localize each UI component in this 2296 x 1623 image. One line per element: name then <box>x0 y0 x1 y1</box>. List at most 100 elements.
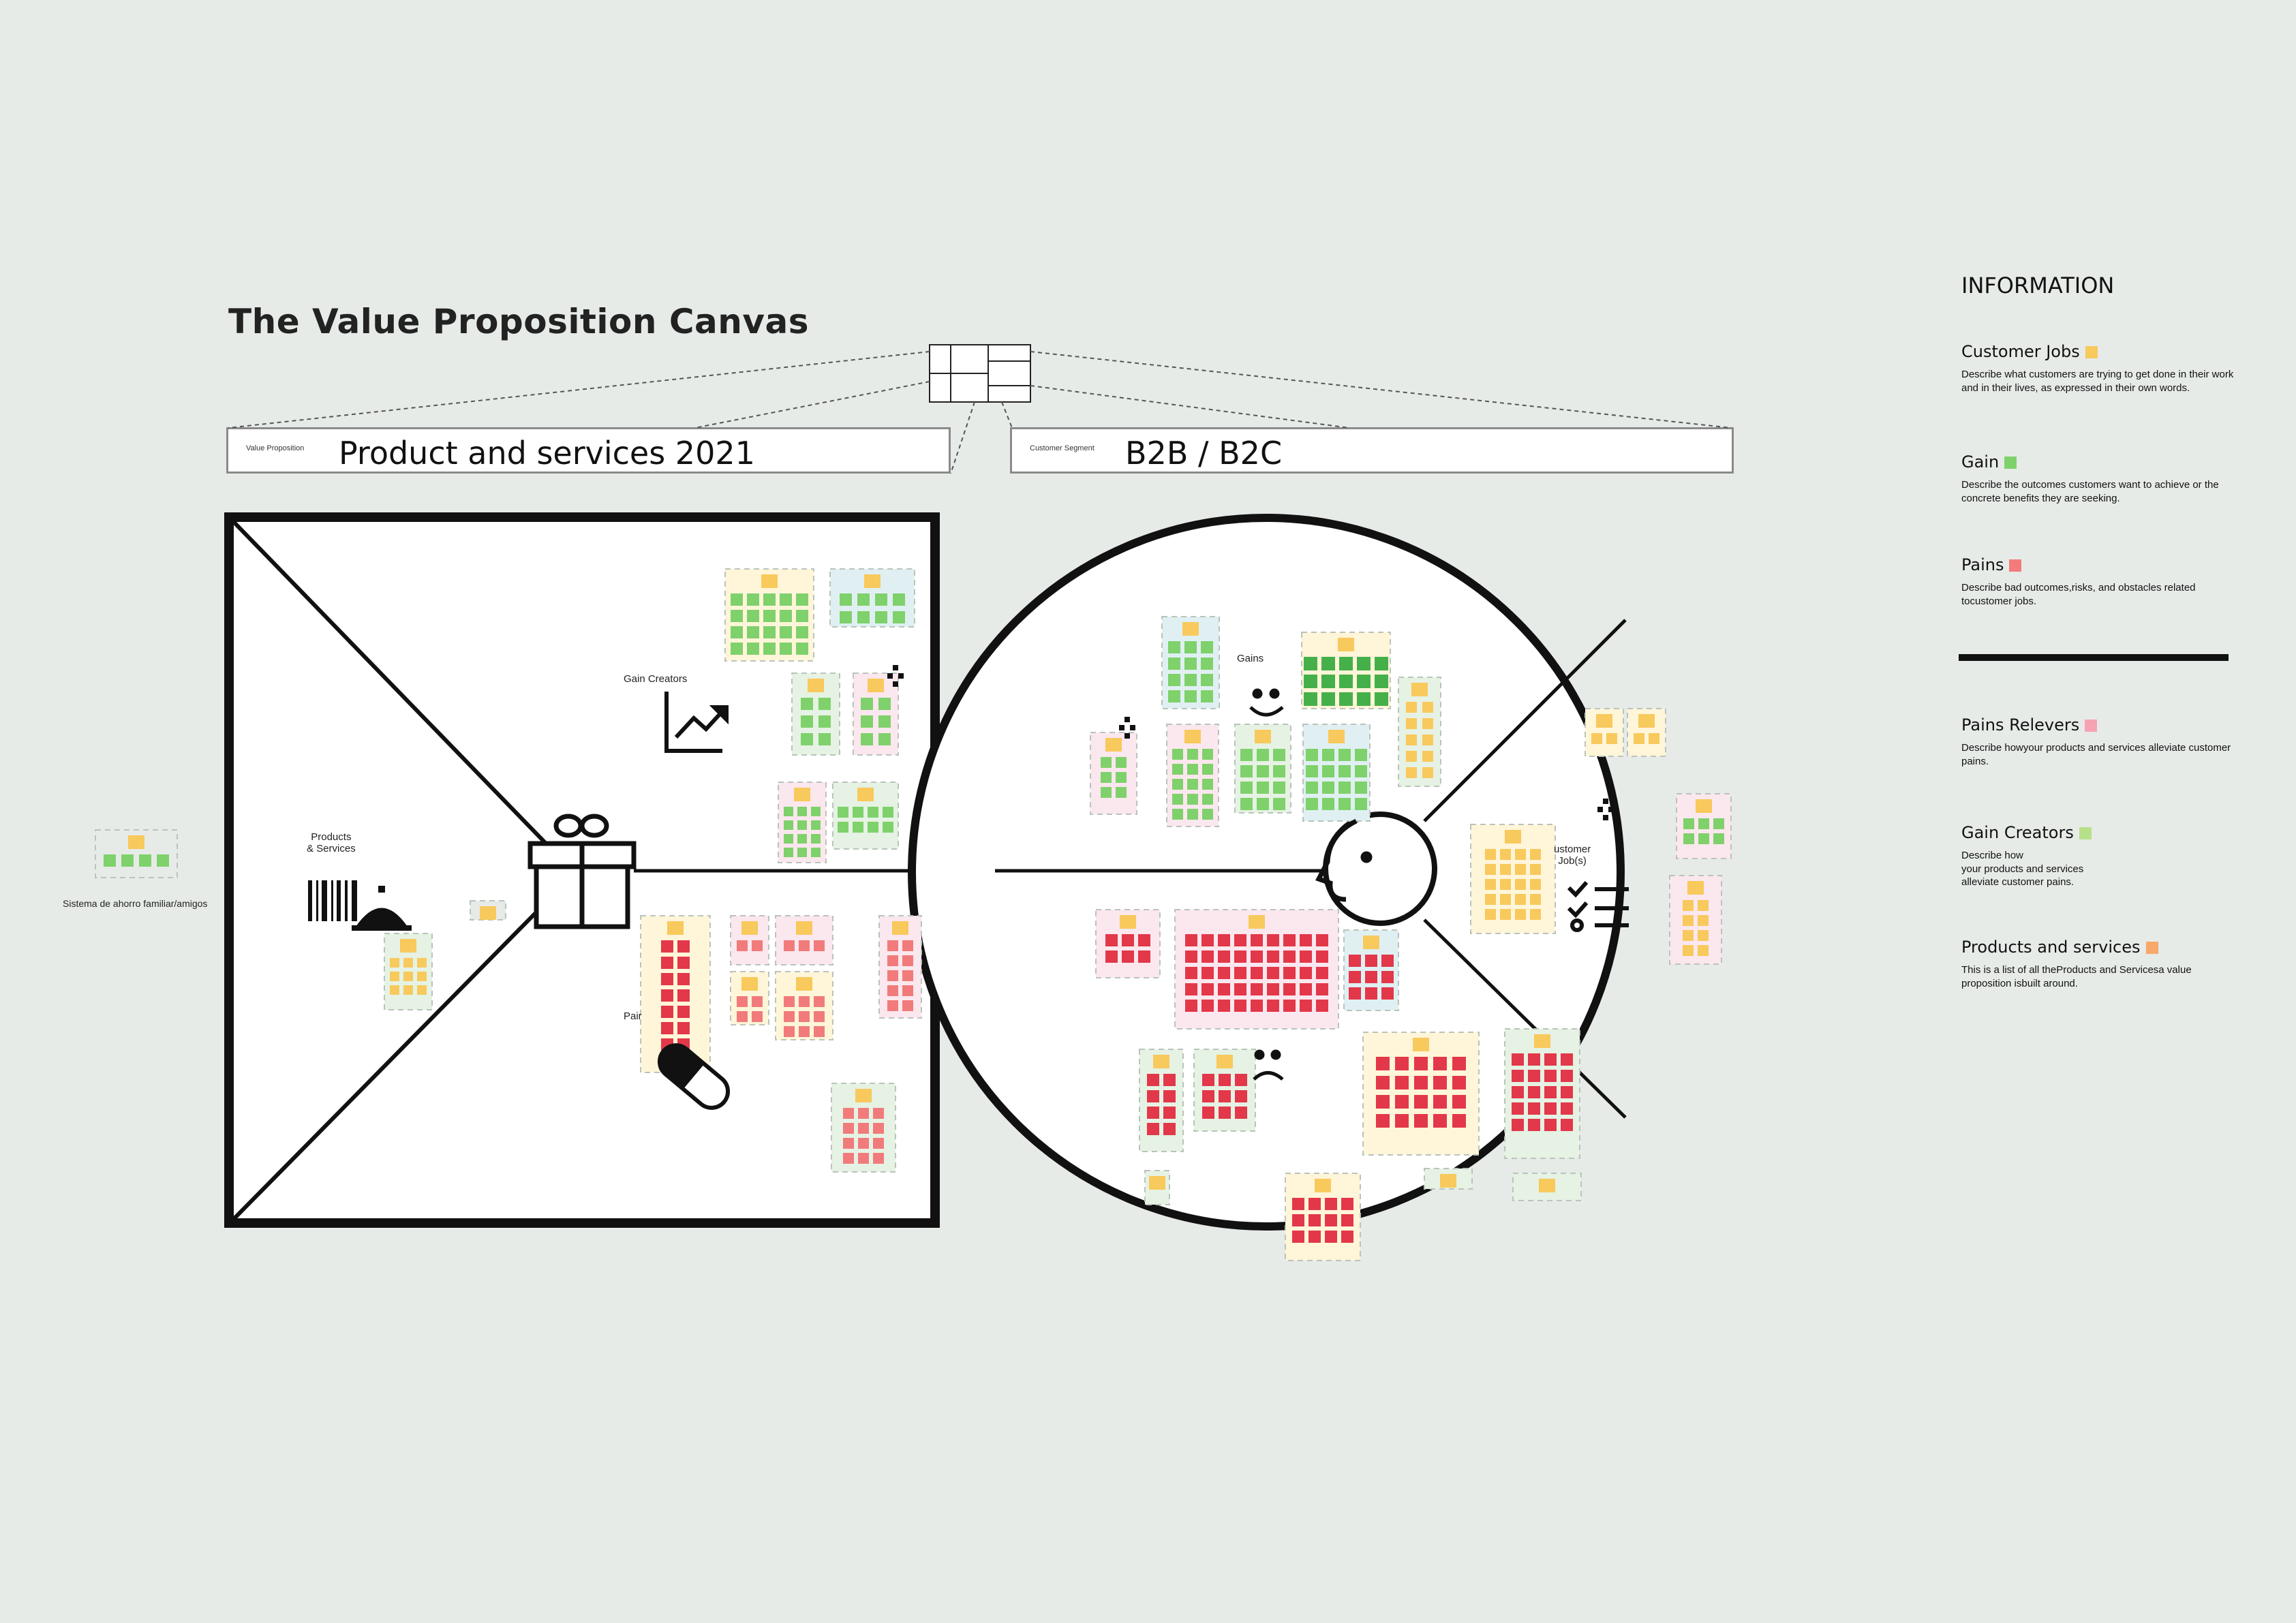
sticky-note[interactable] <box>1101 757 1112 768</box>
sticky-note[interactable] <box>1172 794 1183 805</box>
sticky-note[interactable] <box>858 1153 869 1164</box>
sticky-note[interactable] <box>1683 930 1694 941</box>
sticky-note[interactable] <box>1201 674 1213 686</box>
sticky-note-header[interactable] <box>1505 830 1521 844</box>
sticky-note[interactable] <box>1530 879 1541 890</box>
sticky-note[interactable] <box>752 996 763 1007</box>
sticky-note[interactable] <box>1406 767 1417 778</box>
sticky-note[interactable] <box>883 822 893 833</box>
sticky-note[interactable] <box>868 807 878 818</box>
sticky-note[interactable] <box>1283 983 1296 995</box>
sticky-note-header[interactable] <box>1338 638 1354 651</box>
sticky-note[interactable] <box>814 1011 825 1022</box>
sticky-note[interactable] <box>1304 657 1317 670</box>
sticky-note[interactable] <box>747 610 759 622</box>
sticky-note[interactable] <box>1698 945 1709 956</box>
sticky-note[interactable] <box>887 955 898 966</box>
sticky-note[interactable] <box>1187 749 1198 760</box>
sticky-note[interactable] <box>1341 1214 1353 1226</box>
sticky-note[interactable] <box>1240 782 1253 794</box>
sticky-note-header[interactable] <box>1328 730 1345 743</box>
sticky-note[interactable] <box>902 955 913 966</box>
sticky-note[interactable] <box>1321 657 1335 670</box>
sticky-note[interactable] <box>1168 658 1180 670</box>
sticky-note[interactable] <box>1316 1000 1328 1012</box>
sticky-note[interactable] <box>1433 1057 1447 1070</box>
sticky-note[interactable] <box>1168 674 1180 686</box>
sticky-note[interactable] <box>731 643 743 655</box>
sticky-note[interactable] <box>1561 1119 1573 1131</box>
sticky-note[interactable] <box>677 973 690 985</box>
sticky-note[interactable] <box>1187 809 1198 820</box>
sticky-note[interactable] <box>1422 767 1433 778</box>
sticky-note[interactable] <box>861 698 873 710</box>
sticky-note[interactable] <box>1713 818 1724 829</box>
sticky-note-header[interactable] <box>1216 1055 1233 1068</box>
sticky-note-header[interactable] <box>855 1089 872 1102</box>
sticky-note[interactable] <box>784 834 793 844</box>
sticky-note[interactable] <box>390 958 399 968</box>
sticky-note[interactable] <box>878 733 891 745</box>
sticky-note[interactable] <box>887 985 898 996</box>
sticky-note[interactable] <box>811 848 821 857</box>
sticky-note[interactable] <box>1251 983 1263 995</box>
sticky-note[interactable] <box>1267 967 1279 979</box>
sticky-note[interactable] <box>1172 749 1183 760</box>
sticky-note-header[interactable] <box>400 939 416 953</box>
sticky-note[interactable] <box>1544 1070 1557 1082</box>
sticky-note[interactable] <box>1235 1107 1247 1119</box>
sticky-note[interactable] <box>1300 934 1312 946</box>
sticky-note[interactable] <box>1308 1231 1321 1243</box>
sticky-note[interactable] <box>1357 657 1371 670</box>
sticky-note[interactable] <box>1683 915 1694 926</box>
sticky-note[interactable] <box>887 970 898 981</box>
sticky-note[interactable] <box>1591 733 1602 744</box>
sticky-note[interactable] <box>902 985 913 996</box>
sticky-note[interactable] <box>1406 751 1417 762</box>
sticky-note[interactable] <box>1528 1119 1540 1131</box>
sticky-note[interactable] <box>1355 749 1367 761</box>
sticky-note[interactable] <box>403 972 413 981</box>
sticky-note[interactable] <box>1375 692 1388 706</box>
sticky-note[interactable] <box>878 698 891 710</box>
sticky-note[interactable] <box>737 996 748 1007</box>
sticky-note[interactable] <box>1500 909 1511 920</box>
sticky-note[interactable] <box>752 1011 763 1022</box>
sticky-note[interactable] <box>1322 798 1334 810</box>
sticky-note[interactable] <box>1172 779 1183 790</box>
sticky-note-header[interactable] <box>1120 915 1136 929</box>
sticky-note[interactable] <box>121 854 134 867</box>
sticky-note[interactable] <box>1304 692 1317 706</box>
sticky-note[interactable] <box>1185 1000 1197 1012</box>
sticky-note[interactable] <box>1325 1231 1337 1243</box>
sticky-note[interactable] <box>1300 983 1312 995</box>
sticky-note[interactable] <box>1338 765 1351 777</box>
sticky-note[interactable] <box>1406 735 1417 745</box>
sticky-note[interactable] <box>784 1026 795 1037</box>
sticky-note[interactable] <box>1530 864 1541 875</box>
sticky-note[interactable] <box>1234 967 1246 979</box>
sticky-note[interactable] <box>796 593 808 606</box>
sticky-note[interactable] <box>1163 1090 1176 1102</box>
sticky-note[interactable] <box>873 1153 884 1164</box>
sticky-note-header[interactable] <box>1596 714 1612 728</box>
sticky-note[interactable] <box>858 1138 869 1149</box>
sticky-note[interactable] <box>1172 809 1183 820</box>
sticky-note[interactable] <box>1218 1000 1230 1012</box>
sticky-note[interactable] <box>1683 945 1694 956</box>
sticky-note[interactable] <box>780 610 792 622</box>
sticky-note[interactable] <box>1414 1114 1428 1128</box>
sticky-note[interactable] <box>1251 934 1263 946</box>
sticky-note[interactable] <box>799 1026 810 1037</box>
sticky-note[interactable] <box>843 1108 854 1119</box>
sticky-note-header[interactable] <box>1149 1176 1165 1190</box>
sticky-note[interactable] <box>1292 1198 1304 1210</box>
sticky-note[interactable] <box>1308 1214 1321 1226</box>
sticky-note[interactable] <box>1273 798 1285 810</box>
sticky-note[interactable] <box>1376 1114 1390 1128</box>
sticky-note[interactable] <box>1257 765 1269 777</box>
sticky-note[interactable] <box>1218 934 1230 946</box>
sticky-note[interactable] <box>1322 749 1334 761</box>
sticky-note[interactable] <box>1240 798 1253 810</box>
sticky-note[interactable] <box>784 996 795 1007</box>
